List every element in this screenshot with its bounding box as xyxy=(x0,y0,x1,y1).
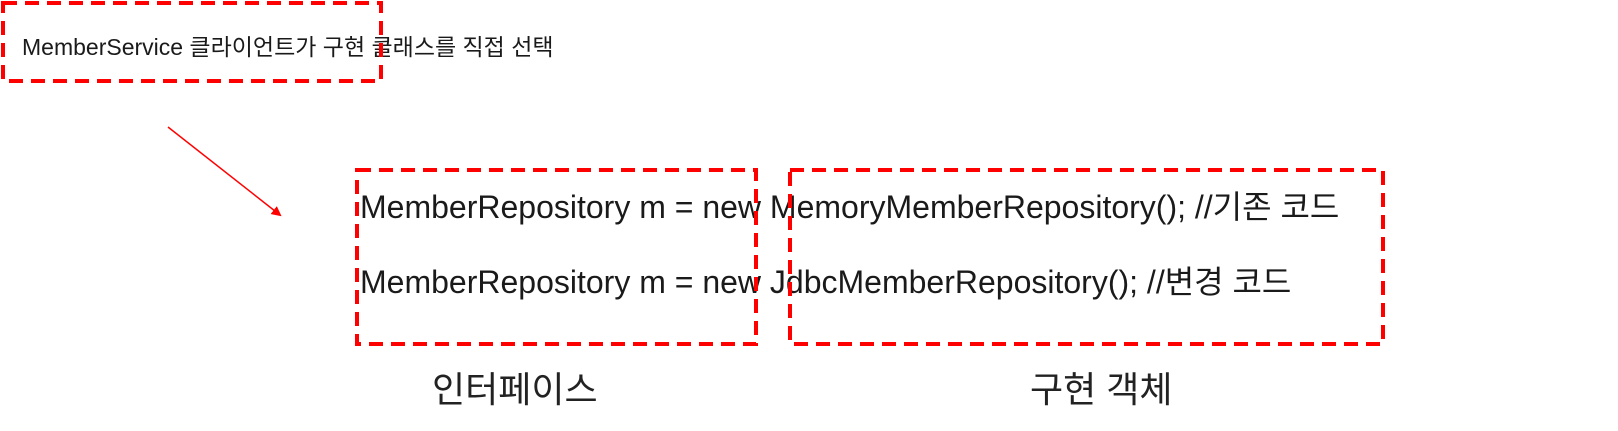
label-interface: 인터페이스 xyxy=(432,369,598,410)
label-implementation: 구현 객체 xyxy=(1030,369,1173,410)
code-line-changed: MemberRepository m = new JdbcMemberRepos… xyxy=(360,264,1292,300)
code-line-existing: MemberRepository m = new MemoryMemberRep… xyxy=(360,189,1340,225)
caption-text: MemberService 클라이언트가 구현 클래스를 직접 선택 xyxy=(22,34,554,60)
client-arrow xyxy=(167,126,282,217)
